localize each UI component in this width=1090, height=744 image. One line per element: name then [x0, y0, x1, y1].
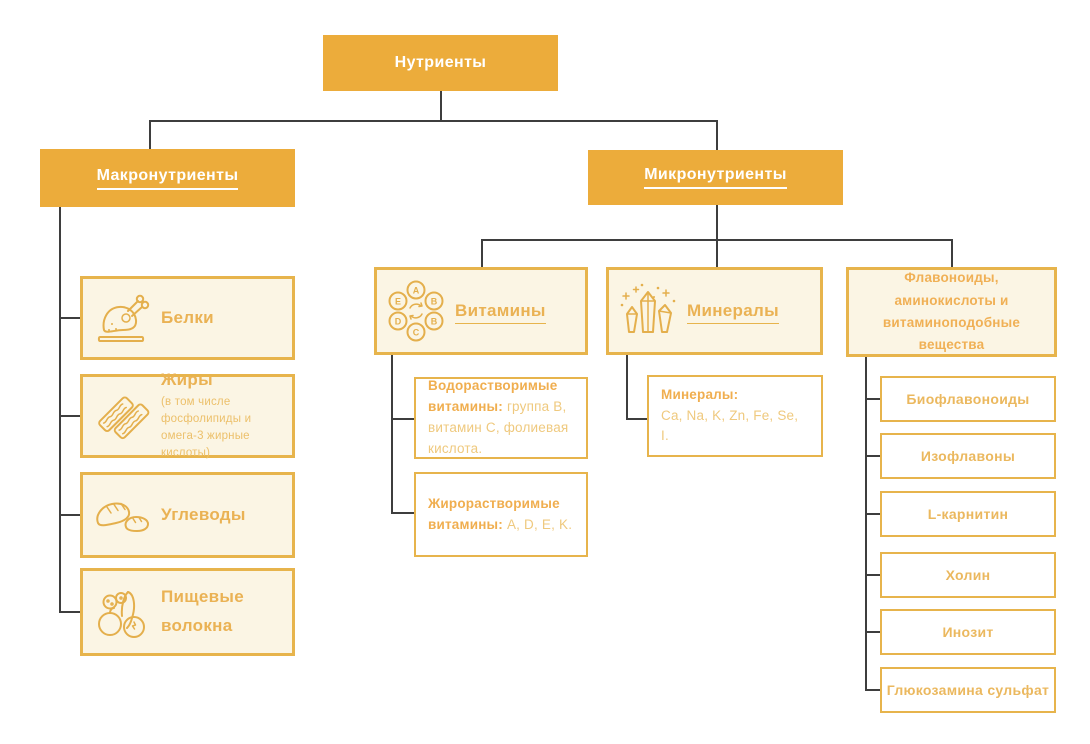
minerals-icon	[609, 277, 687, 345]
node-fats: Жиры (в том числе фосфолипиды и омега-3 …	[80, 370, 295, 459]
node-proteins-label: Белки	[161, 308, 214, 327]
node-vitamins[interactable]: A B B C D E Витамины	[374, 267, 588, 355]
connector	[865, 513, 881, 515]
node-bioflavonoids: Биофлавоноиды	[880, 376, 1056, 422]
connector	[951, 240, 953, 268]
node-flavonoids: Флавоноиды, аминокислоты и витаминоподоб…	[846, 267, 1057, 357]
node-fat-soluble-vitamins: Жирорастворимые витамины: A, D, E, K.	[414, 472, 588, 557]
chicken-icon	[83, 286, 161, 350]
node-nutrients-label: Нутриенты	[394, 54, 487, 71]
fat-soluble-heading: Жирорастворимые витамины:	[428, 495, 560, 532]
connector	[626, 418, 648, 420]
fat-soluble-body: A, D, E, K.	[506, 516, 573, 532]
connector	[440, 91, 442, 121]
node-inositol: Инозит	[880, 609, 1056, 655]
node-fiber-label: Пищевые волокна	[161, 587, 244, 635]
node-fats-note: (в том числе фосфолипиды и омега-3 жирны…	[161, 395, 252, 460]
connector	[716, 240, 718, 268]
node-glucosamine-sulfate-label: Глюкозамина сульфат	[886, 682, 1050, 698]
node-choline: Холин	[880, 552, 1056, 598]
bacon-icon	[83, 384, 161, 448]
node-choline-label: Холин	[945, 567, 991, 583]
node-bioflavonoids-label: Биофлавоноиды	[906, 391, 1030, 407]
node-nutrients: Нутриенты	[323, 35, 558, 91]
node-proteins: Белки	[80, 276, 295, 360]
node-glucosamine-sulfate: Глюкозамина сульфат	[880, 667, 1056, 713]
minerals-list-body: Ca, Na, K, Zn, Fe, Se, I.	[661, 407, 799, 444]
connector	[391, 512, 415, 514]
node-minerals-list: Минералы: Ca, Na, K, Zn, Fe, Se, I.	[647, 375, 823, 457]
connector	[865, 398, 881, 400]
connector	[865, 574, 881, 576]
connector	[149, 120, 718, 122]
node-inositol-label: Инозит	[942, 624, 994, 640]
node-micronutrients[interactable]: Микронутриенты	[588, 150, 843, 205]
fruits-icon	[83, 580, 161, 644]
svg-text:D: D	[395, 317, 402, 327]
connector	[481, 240, 483, 268]
connector	[391, 354, 393, 514]
svg-text:B: B	[431, 317, 438, 327]
connector	[626, 354, 628, 420]
node-flavonoids-label: Флавоноиды, аминокислоты и витаминоподоб…	[882, 270, 1021, 353]
node-l-carnitine: L-карнитин	[880, 491, 1056, 537]
node-vitamins-label[interactable]: Витамины	[455, 301, 546, 324]
connector	[716, 204, 718, 241]
node-carbs-label: Углеводы	[161, 505, 246, 524]
connector	[149, 121, 151, 150]
water-soluble-heading: Водорастворимые витамины:	[428, 378, 558, 415]
minerals-list-heading: Минералы:	[661, 386, 739, 402]
connector	[716, 121, 718, 151]
water-soluble-body: группа B, витамин C, фолиевая кислота.	[428, 399, 569, 456]
svg-text:B: B	[431, 297, 438, 307]
connector	[865, 689, 881, 691]
connector	[391, 418, 415, 420]
node-fiber: Пищевые волокна	[80, 568, 295, 656]
node-carbs: Углеводы	[80, 472, 295, 558]
node-macronutrients-label[interactable]: Макронутриенты	[96, 167, 239, 190]
vitamins-icon: A B B C D E	[377, 277, 455, 345]
node-micronutrients-label[interactable]: Микронутриенты	[644, 166, 787, 189]
svg-text:A: A	[413, 286, 420, 296]
connector	[59, 206, 61, 613]
node-isoflavones-label: Изофлавоны	[920, 448, 1016, 464]
bread-icon	[83, 483, 161, 547]
node-fats-label: Жиры	[161, 369, 213, 389]
svg-text:C: C	[413, 328, 420, 338]
node-minerals-label[interactable]: Минералы	[687, 301, 779, 324]
connector	[865, 356, 867, 690]
connector	[865, 455, 881, 457]
connector	[59, 514, 81, 516]
connector	[59, 415, 81, 417]
node-l-carnitine-label: L-карнитин	[927, 506, 1009, 522]
connector	[59, 611, 81, 613]
node-minerals[interactable]: Минералы	[606, 267, 823, 355]
node-water-soluble-vitamins: Водорастворимые витамины: группа B, вита…	[414, 377, 588, 459]
node-isoflavones: Изофлавоны	[880, 433, 1056, 479]
svg-text:E: E	[395, 297, 401, 307]
connector	[865, 631, 881, 633]
connector	[59, 317, 81, 319]
node-macronutrients[interactable]: Макронутриенты	[40, 149, 295, 207]
